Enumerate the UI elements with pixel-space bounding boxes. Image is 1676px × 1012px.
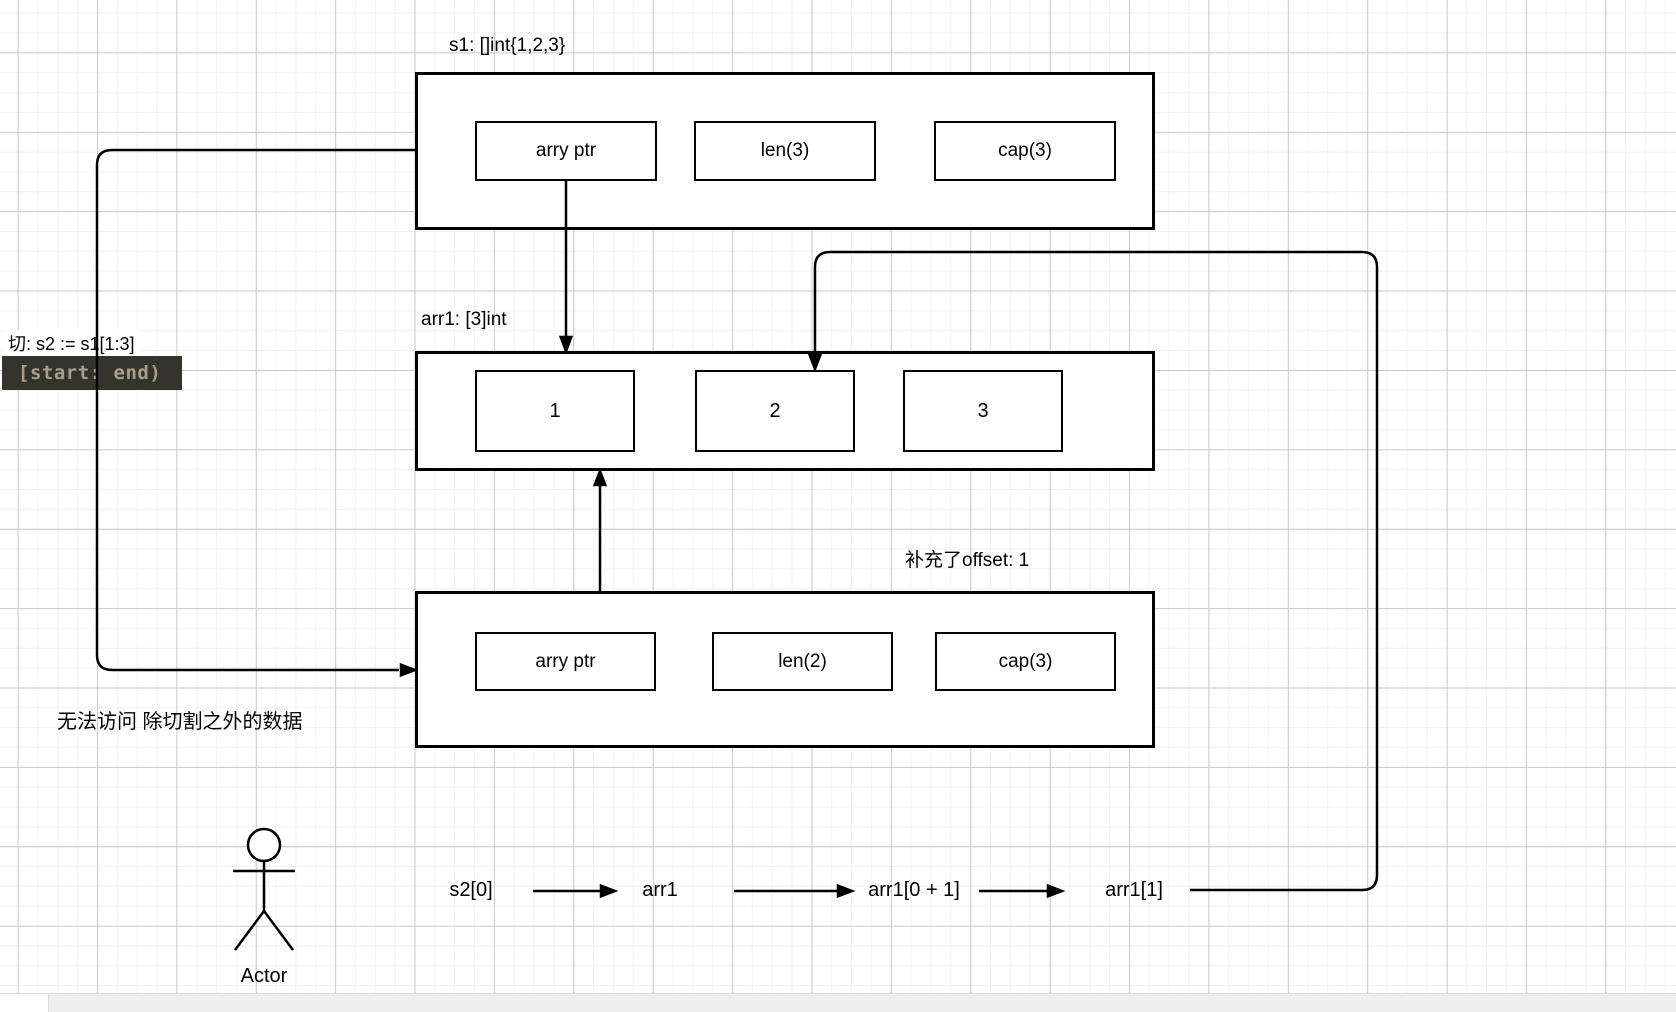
arr1-cell-3[interactable]: 3: [903, 370, 1063, 452]
arrow-s1-to-s2-elbow[interactable]: [95, 148, 419, 678]
s1-box-label[interactable]: s1: []int{1,2,3}: [449, 35, 566, 56]
s2-cell-cap[interactable]: cap(3): [935, 632, 1116, 691]
s2-cell-arry-ptr-label: arry ptr: [535, 650, 596, 672]
no-access-note[interactable]: 无法访问 除切割之外的数据: [57, 711, 303, 733]
actor-figure[interactable]: [233, 827, 295, 951]
s1-cell-arry-ptr[interactable]: arry ptr: [475, 121, 657, 181]
s2-cell-len-label: len(2): [778, 650, 827, 672]
arrow-s2-to-arr1[interactable]: [592, 467, 608, 591]
flow-s2-0[interactable]: s2[0]: [449, 879, 493, 901]
s2-cell-len[interactable]: len(2): [712, 632, 893, 691]
arr1-cell-2[interactable]: 2: [695, 370, 855, 452]
flow-arr1[interactable]: arr1: [642, 879, 678, 901]
arr1-cell-1-value: 1: [549, 399, 561, 422]
arr1-box-label[interactable]: arr1: [3]int: [421, 309, 507, 330]
s2-box-label[interactable]: 补充了offset: 1: [905, 550, 1030, 571]
s1-cell-len-label: len(3): [760, 140, 810, 161]
actor-label[interactable]: Actor: [240, 965, 288, 987]
arrow-flow-2[interactable]: [734, 883, 856, 899]
s1-cell-cap[interactable]: cap(3): [934, 121, 1116, 181]
arrow-flow-3[interactable]: [979, 883, 1066, 899]
scrollbar-corner: [0, 994, 49, 1012]
arr1-cell-3-value: 3: [977, 399, 989, 422]
arr1-cell-2-value: 2: [769, 399, 781, 422]
s2-cell-cap-label: cap(3): [998, 650, 1053, 672]
s1-cell-len[interactable]: len(3): [694, 121, 876, 181]
arr1-cell-1[interactable]: 1: [475, 370, 635, 452]
flow-arr1-1[interactable]: arr1[1]: [1105, 879, 1163, 901]
horizontal-scrollbar-track[interactable]: [0, 993, 1676, 1012]
slice-range-code-chip[interactable]: [start: end): [2, 356, 182, 390]
s1-cell-arry-ptr-label: arry ptr: [535, 140, 597, 161]
slice-expression-label[interactable]: 切: s2 := s1[1:3]: [4, 330, 139, 356]
s2-cell-arry-ptr[interactable]: arry ptr: [475, 632, 656, 691]
s1-cell-cap-label: cap(3): [998, 140, 1052, 161]
flow-arr1-0-plus-1[interactable]: arr1[0 + 1]: [868, 879, 960, 901]
arrow-arr1-1-to-cell2-loop[interactable]: [807, 250, 1379, 892]
